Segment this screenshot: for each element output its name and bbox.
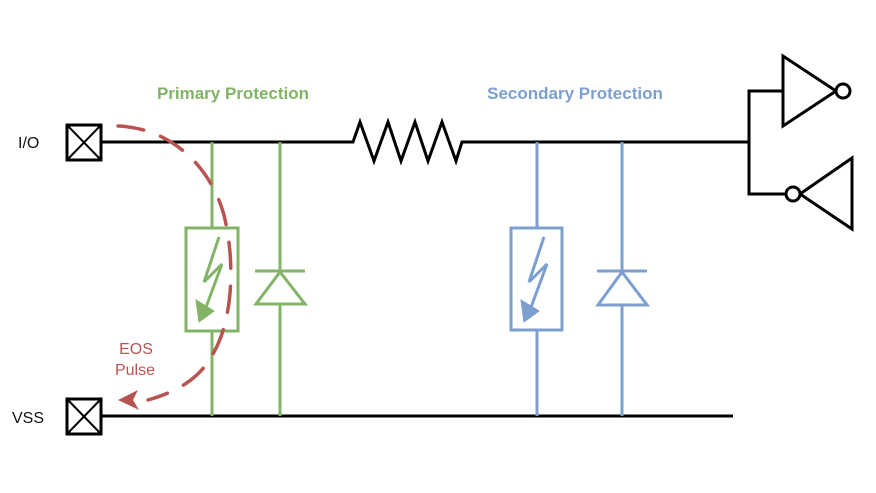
primary-protection-title: Primary Protection [157, 84, 309, 103]
io-pin-label: I/O [18, 135, 39, 152]
eos-label-line1: EOS [119, 341, 153, 358]
io-signal-wire [101, 117, 749, 166]
eos-pulse-path [116, 124, 233, 402]
vss-pin-label: VSS [12, 410, 44, 427]
primary-diode [253, 142, 309, 416]
lightning-bolt-icon [195, 236, 224, 323]
io-pad-icon [65, 123, 103, 162]
secondary-protection-title: Secondary Protection [487, 84, 663, 103]
eos-label-line2: Pulse [115, 362, 155, 379]
lightning-bolt-icon [520, 236, 549, 323]
inverter-bottom [784, 155, 854, 232]
eos-arrow-head-icon [118, 390, 139, 410]
vss-pad-icon [65, 397, 103, 436]
primary-surge-protector [184, 142, 240, 416]
secondary-surge-protector [509, 142, 564, 416]
secondary-diode [595, 142, 651, 416]
inverter-top [781, 53, 852, 129]
inverter-bus [747, 89, 786, 196]
